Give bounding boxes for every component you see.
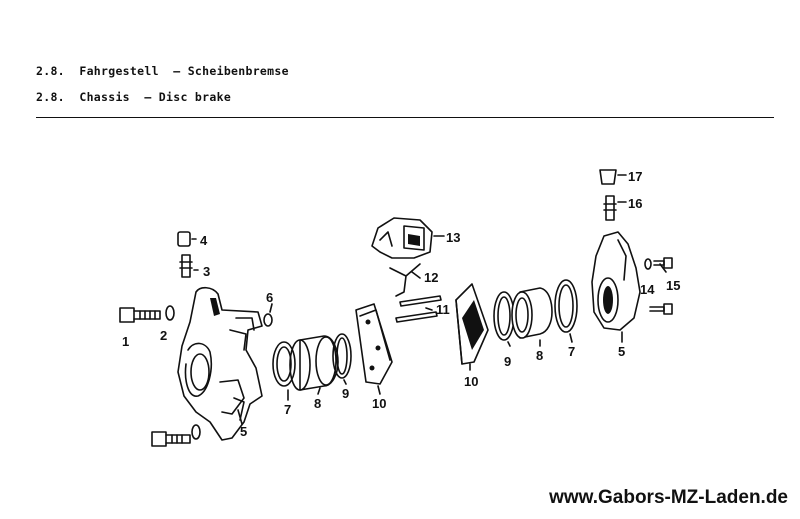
bolt-lower [151, 424, 201, 447]
callout-2: 2 [160, 328, 167, 343]
callout-9-left: 9 [342, 386, 349, 401]
caliper-left [177, 286, 263, 441]
callout-3: 3 [203, 264, 210, 279]
callout-13: 13 [446, 230, 460, 245]
seal-7-left [272, 341, 296, 387]
callout-8-left: 8 [314, 396, 321, 411]
callout-7-right: 7 [568, 344, 575, 359]
dust-cap-4 [177, 231, 191, 247]
callout-1: 1 [122, 334, 129, 349]
callout-15: 15 [666, 278, 680, 293]
seal-7-right [554, 279, 578, 333]
callout-9-right: 9 [504, 354, 511, 369]
brake-pad-10-left [355, 303, 393, 385]
callout-12: 12 [424, 270, 438, 285]
callout-11: 11 [436, 302, 450, 317]
callout-16: 16 [628, 196, 642, 211]
piston-8-left [289, 335, 339, 391]
dust-cap-17 [599, 169, 617, 185]
spring-12 [389, 263, 421, 297]
callout-10-left: 10 [372, 396, 386, 411]
bleeder-screw-3 [179, 254, 193, 278]
callout-7-left: 7 [284, 402, 291, 417]
caliper-right [591, 231, 641, 331]
leader-lines [191, 174, 667, 425]
callout-4: 4 [200, 233, 208, 248]
website-watermark: www.Gabors-MZ-Laden.de [549, 487, 788, 508]
piston-8-right [511, 287, 553, 339]
ring-14 [644, 258, 652, 270]
page-title-german: 2.8. Fahrgestell – Scheibenbremse [36, 64, 289, 78]
pins-11 [395, 295, 442, 323]
bleeder-screw-16 [603, 195, 617, 221]
bolt-15 [649, 257, 673, 315]
callout-17: 17 [628, 169, 642, 184]
bolt-1 [119, 307, 161, 323]
callout-10-right: 10 [464, 374, 478, 389]
seal-9-right [493, 291, 515, 341]
callout-14: 14 [640, 282, 655, 297]
brake-pad-10-right [455, 283, 489, 365]
header-divider [36, 117, 774, 118]
callout-5-right: 5 [618, 344, 625, 359]
callout-5-left: 5 [240, 424, 247, 439]
page-title-english: 2.8. Chassis – Disc brake [36, 90, 232, 104]
seal-9-left [332, 333, 352, 379]
pad-retainer-13 [371, 217, 433, 259]
washer-2 [165, 305, 175, 321]
callout-6: 6 [266, 290, 273, 305]
callout-8-right: 8 [536, 348, 543, 363]
ring-6 [263, 313, 273, 327]
